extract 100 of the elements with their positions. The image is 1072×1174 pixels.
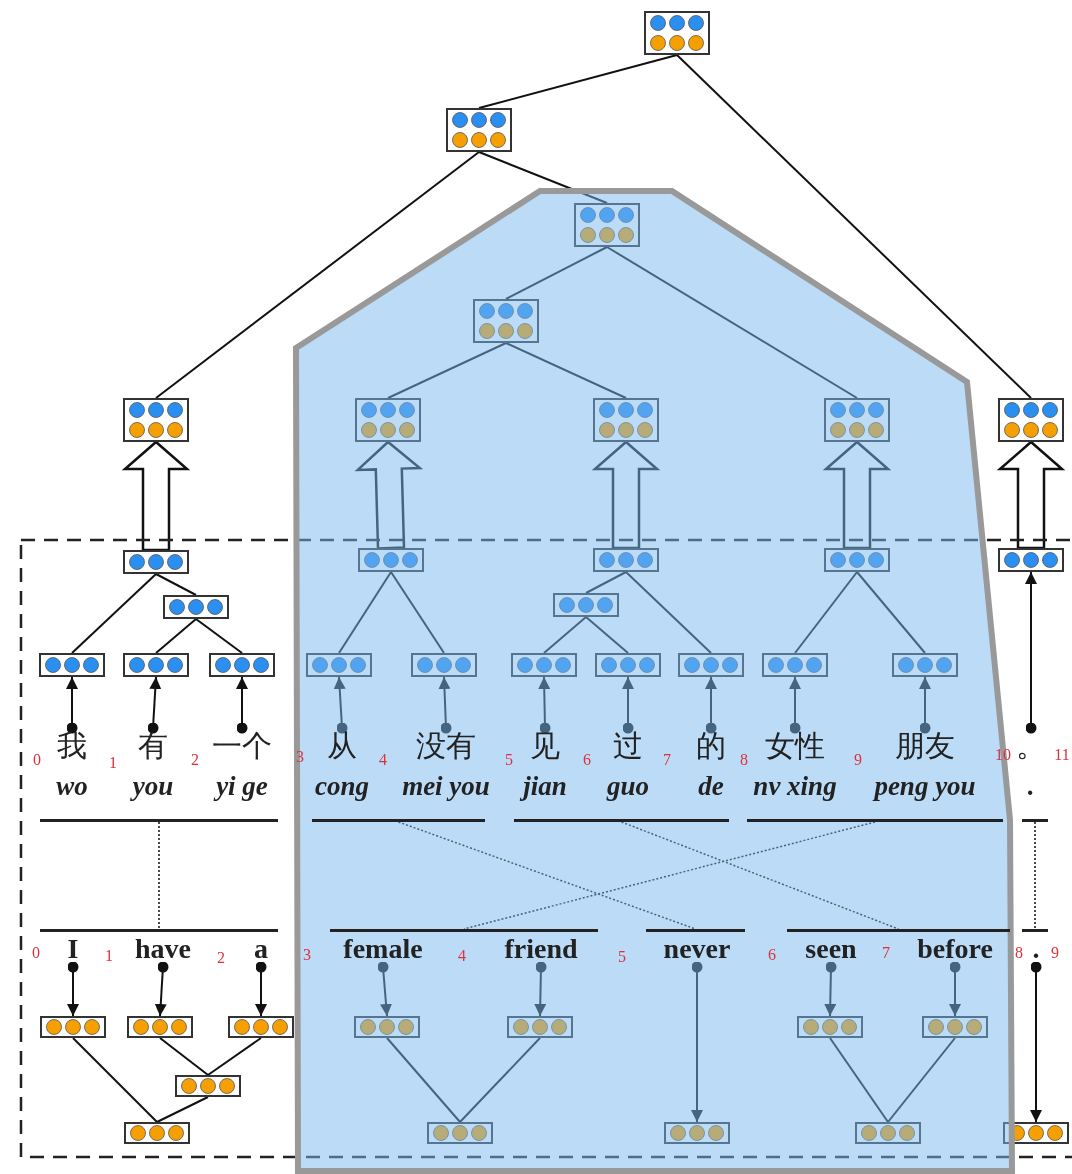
connector-line <box>387 342 507 399</box>
connector-line <box>156 1096 209 1123</box>
alignment-line <box>397 821 697 930</box>
arrow <box>789 676 801 734</box>
alignment-line <box>158 821 160 930</box>
vector-box <box>664 1122 730 1144</box>
index-number: 2 <box>191 751 199 769</box>
arrow <box>66 676 78 734</box>
chinese-word: 。 <box>1016 728 1046 764</box>
vector-box <box>593 398 659 442</box>
vector-box <box>595 653 661 677</box>
alignment-line <box>620 821 900 930</box>
vector-box <box>127 1016 193 1038</box>
connector-line <box>543 616 587 654</box>
block-arrow <box>121 440 191 552</box>
index-number: 0 <box>32 944 40 962</box>
vector-box <box>824 548 890 572</box>
english-word: I <box>67 931 79 967</box>
connector-line <box>794 571 858 654</box>
connector-line <box>829 1037 889 1123</box>
arrow <box>147 676 162 734</box>
vector-box <box>574 203 640 247</box>
connector-line <box>72 1037 158 1123</box>
english-word: never <box>663 931 731 967</box>
index-number: 6 <box>583 751 591 769</box>
vector-box <box>355 398 421 442</box>
english-word: before <box>917 931 993 967</box>
vector-box <box>511 653 577 677</box>
vector-box <box>123 653 189 677</box>
vector-box <box>354 1016 420 1038</box>
connector-line <box>459 1037 541 1123</box>
vector-box <box>678 653 744 677</box>
chinese-word: 朋友 <box>894 728 956 764</box>
vector-box <box>123 550 189 574</box>
vector-box <box>228 1016 294 1038</box>
vector-box <box>998 398 1064 442</box>
chinese-word: 的 <box>696 728 726 764</box>
connector-line <box>159 1037 209 1076</box>
block-arrow <box>822 440 892 550</box>
chinese-word: 没有 <box>415 728 477 764</box>
chinese-word: 有 <box>137 728 169 764</box>
vector-box <box>824 398 890 442</box>
phrase-underline <box>1022 929 1048 932</box>
vector-box <box>175 1075 241 1097</box>
english-word: . <box>1032 931 1040 967</box>
chinese-word: 一个 <box>212 728 272 764</box>
connector-line <box>676 54 1032 399</box>
block-arrow <box>996 440 1066 550</box>
pinyin-text: you <box>132 770 174 803</box>
arrow <box>377 961 392 1017</box>
block-arrow <box>591 440 661 550</box>
phrase-underline <box>312 819 485 822</box>
connector-line <box>71 573 157 654</box>
pinyin-text: nv xing <box>753 770 837 803</box>
english-word: friend <box>504 931 578 967</box>
pinyin-text: guo <box>607 770 649 803</box>
chinese-word: 女性 <box>764 728 826 764</box>
connector-line <box>585 571 627 594</box>
arrow <box>333 676 348 734</box>
chinese-word: 见 <box>529 728 561 764</box>
vector-box <box>507 1016 573 1038</box>
pinyin-text: yi ge <box>212 764 272 808</box>
pinyin-text: mei you <box>402 770 490 803</box>
phrase-underline <box>1022 819 1048 822</box>
index-number: 0 <box>33 751 41 769</box>
english-word: have <box>135 931 191 967</box>
vector-box <box>39 653 105 677</box>
arrow <box>154 961 169 1017</box>
arrow <box>67 961 79 1017</box>
index-number: 3 <box>303 946 311 964</box>
vector-box <box>124 1122 190 1144</box>
arrow <box>705 676 717 734</box>
vector-box <box>473 299 539 343</box>
index-number: 10 <box>995 746 1011 764</box>
vector-box <box>593 548 659 572</box>
index-number: 9 <box>1051 944 1059 962</box>
pinyin-text: . <box>1026 770 1036 803</box>
arrow <box>919 676 931 734</box>
alignment-line <box>463 821 876 930</box>
connector-line <box>390 571 445 654</box>
phrase-underline <box>646 929 745 932</box>
arrow <box>1030 961 1042 1123</box>
index-number: 6 <box>768 946 776 964</box>
index-number: 8 <box>1015 944 1023 962</box>
pinyin-text: de <box>697 770 725 803</box>
index-number: 8 <box>740 751 748 769</box>
index-number: 5 <box>618 948 626 966</box>
connector-line <box>155 618 197 654</box>
index-number: 2 <box>217 949 225 967</box>
arrow <box>691 961 703 1123</box>
phrase-underline <box>330 929 598 932</box>
connector-line <box>478 54 678 109</box>
connector-line <box>585 616 629 654</box>
connector-line <box>386 1037 461 1123</box>
connector-line <box>606 246 858 399</box>
vector-box <box>855 1122 921 1144</box>
block-arrow <box>354 440 424 550</box>
vector-box <box>40 1016 106 1038</box>
index-number: 5 <box>505 751 513 769</box>
vector-box <box>922 1016 988 1038</box>
